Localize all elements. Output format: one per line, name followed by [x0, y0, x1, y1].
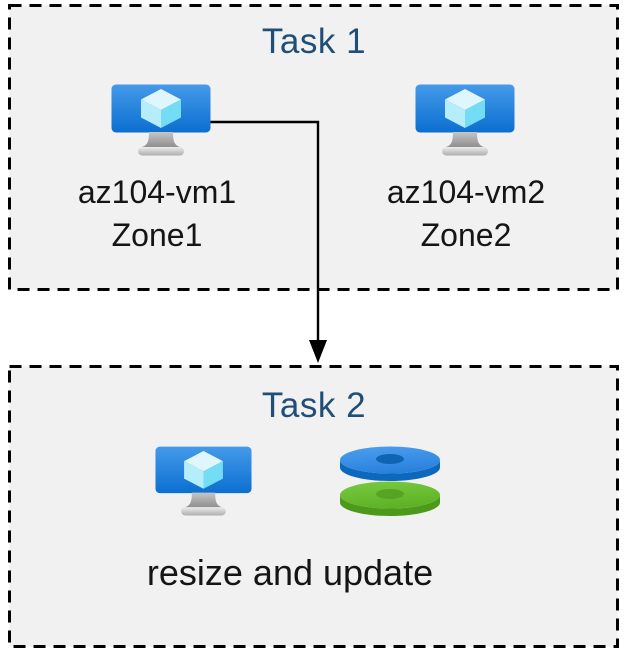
virtual-machine-icon — [155, 446, 252, 519]
vm2-label: az104-vm2 Zone2 — [366, 171, 566, 257]
task2-title: Task 2 — [261, 386, 367, 425]
vm1-zone: Zone1 — [111, 217, 203, 253]
task2-box — [8, 365, 619, 648]
arrowhead-icon — [309, 340, 327, 363]
disks-icon — [338, 445, 442, 517]
connector-line — [210, 120, 320, 342]
vm1-label: az104-vm1 Zone1 — [57, 171, 257, 257]
vm2-name: az104-vm2 — [386, 174, 546, 210]
virtual-machine-icon — [415, 84, 515, 159]
task2-caption: resize and update — [146, 552, 434, 593]
virtual-machine-icon — [111, 84, 211, 159]
vm1-name: az104-vm1 — [77, 174, 237, 210]
vm2-zone: Zone2 — [420, 217, 512, 253]
task1-title: Task 1 — [261, 22, 367, 61]
task1-box — [8, 4, 619, 291]
